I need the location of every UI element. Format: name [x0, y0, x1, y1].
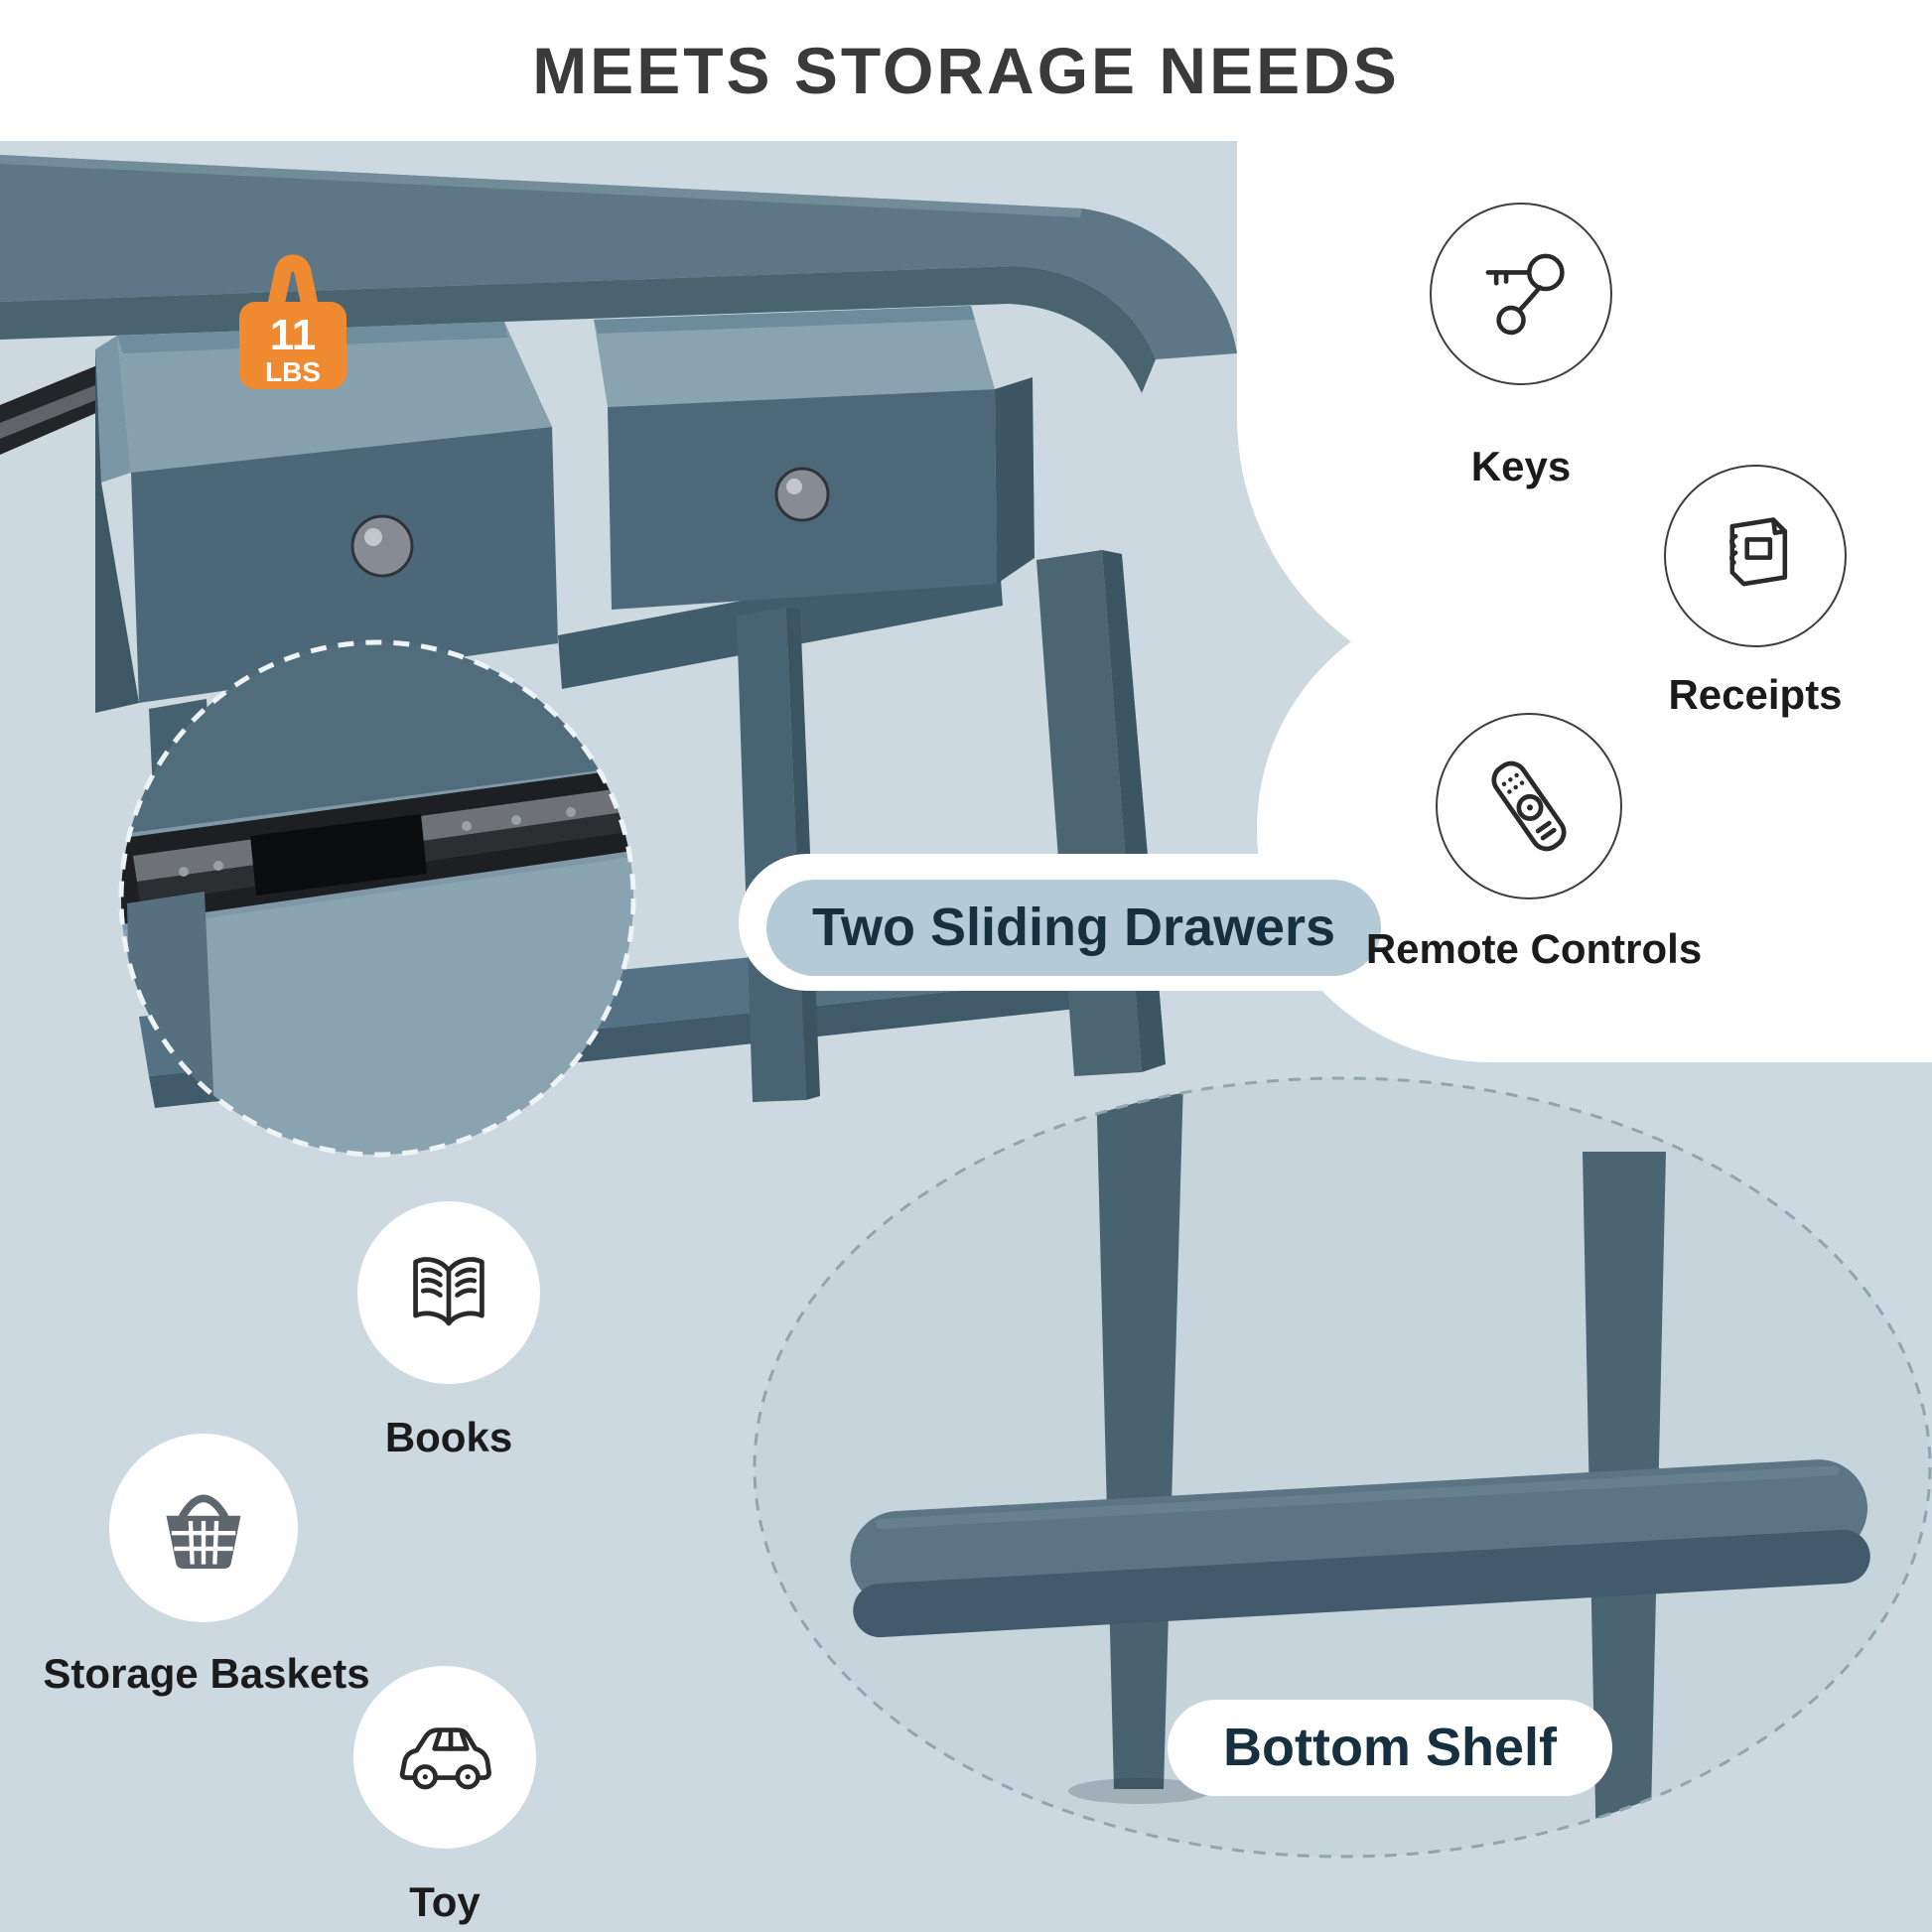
storage-basket-icon — [166, 1494, 241, 1569]
left-drawer — [0, 322, 558, 713]
right-drawer — [594, 306, 1035, 610]
weight-value: 11 — [270, 311, 317, 359]
receipts-item-circle — [1664, 465, 1847, 647]
keys-label: Keys — [1470, 443, 1572, 489]
books-label: Books — [384, 1414, 513, 1460]
tabletop — [0, 155, 1237, 393]
weight-capacity-badge: 11 LBS — [239, 254, 346, 389]
baskets-item-circle — [109, 1434, 298, 1622]
weight-handle-icon — [266, 254, 320, 312]
drawers-callout-pill: Two Sliding Drawers — [766, 880, 1382, 976]
baskets-label: Storage Baskets — [43, 1650, 370, 1697]
keys-icon — [1485, 253, 1565, 336]
remote-control-icon — [1491, 760, 1567, 852]
drawer-knob-right — [774, 467, 830, 522]
header-band: MEETS STORAGE NEEDS — [0, 0, 1932, 141]
remote-item-circle — [1436, 713, 1622, 899]
toy-label: Toy — [409, 1878, 481, 1925]
drawer-knob-left — [350, 514, 414, 578]
books-item-circle — [357, 1201, 540, 1384]
books-icon — [413, 1257, 484, 1326]
bottom-shelf-inset — [753, 1076, 1932, 1859]
toy-item-circle — [353, 1666, 536, 1849]
inset-shelf — [850, 1459, 1870, 1638]
weight-unit: LBS — [265, 356, 321, 387]
receipts-label: Receipts — [1668, 671, 1843, 718]
shelf-callout-pill: Bottom Shelf — [1168, 1700, 1612, 1796]
remote-label: Remote Controls — [1365, 925, 1703, 972]
toy-car-icon — [399, 1727, 491, 1790]
receipts-icon — [1729, 517, 1788, 587]
keys-item-circle — [1430, 203, 1612, 385]
page-title: MEETS STORAGE NEEDS — [532, 34, 1400, 107]
